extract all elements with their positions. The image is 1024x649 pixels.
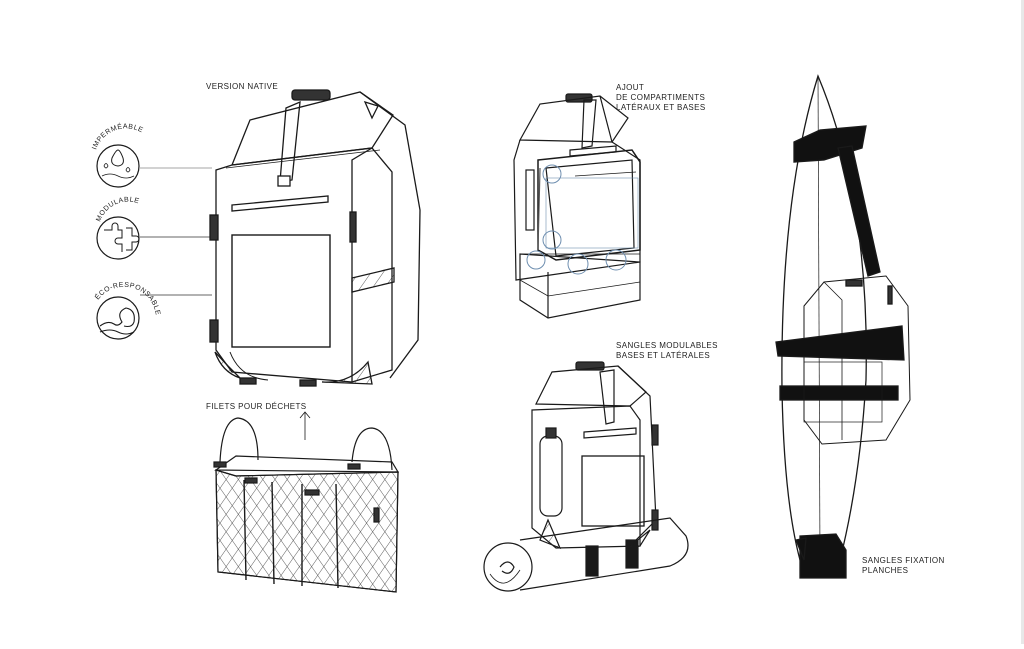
straps-backpack-sketch xyxy=(484,362,688,591)
label-ajout-1: AJOUT xyxy=(616,83,644,93)
native-backpack-sketch xyxy=(210,90,420,386)
label-sangles-modulables-2: BASES ET LATÉRALES xyxy=(616,351,710,361)
impermeable-icon-group xyxy=(97,145,212,187)
label-version-native: VERSION NATIVE xyxy=(206,82,278,92)
compartments-backpack-sketch xyxy=(514,94,640,318)
waste-net-sketch xyxy=(214,412,398,592)
eco-icon-group xyxy=(97,295,212,339)
label-sangles-fixation-1: SANGLES FIXATION xyxy=(862,556,945,566)
label-ajout-3: LATÉRAUX ET BASES xyxy=(616,103,706,113)
label-filets: FILETS POUR DÉCHETS xyxy=(206,402,307,412)
modulable-icon-group xyxy=(97,217,210,259)
surfboard-sketch xyxy=(776,76,910,578)
label-sangles-modulables-1: SANGLES MODULABLES xyxy=(616,341,718,351)
label-sangles-fixation-2: PLANCHES xyxy=(862,566,908,576)
label-ajout-2: DE COMPARTIMENTS xyxy=(616,93,705,103)
